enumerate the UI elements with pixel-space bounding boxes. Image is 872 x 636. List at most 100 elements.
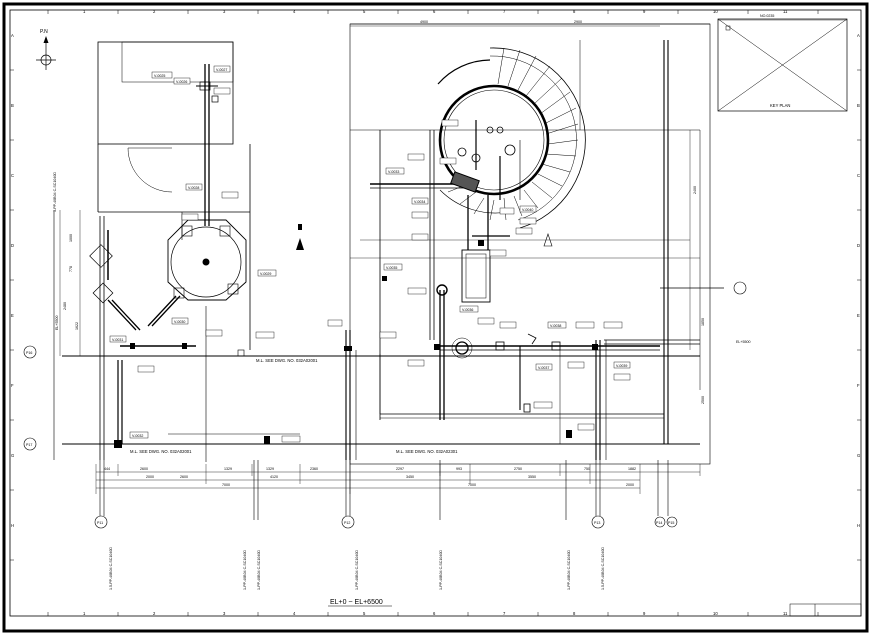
svg-text:E: E xyxy=(11,313,14,318)
svg-text:1.5-PP-40B04 C-SC1040D: 1.5-PP-40B04 C-SC1040D xyxy=(109,547,113,590)
svg-text:8: 8 xyxy=(573,611,576,616)
note-ml-see-1: M.L. SEE DWG. NO. 032A02001 xyxy=(256,358,318,363)
north-label: P.N xyxy=(40,29,48,35)
svg-text:P11: P11 xyxy=(97,521,103,525)
svg-text:3450: 3450 xyxy=(406,475,414,479)
svg-text:1000: 1000 xyxy=(69,234,73,242)
svg-text:P13: P13 xyxy=(594,521,600,525)
svg-text:V-0036: V-0036 xyxy=(462,308,473,312)
svg-text:V-0033: V-0033 xyxy=(388,170,399,174)
svg-text:V-0034: V-0034 xyxy=(414,200,425,204)
center-piping xyxy=(345,23,724,465)
svg-text:P15: P15 xyxy=(668,521,674,525)
svg-text:1329: 1329 xyxy=(224,467,232,471)
svg-text:1.5-PP-40B04 C-SC1040D: 1.5-PP-40B04 C-SC1040D xyxy=(601,547,605,590)
svg-text:C: C xyxy=(11,173,14,178)
svg-text:9: 9 xyxy=(643,611,646,616)
svg-text:2000: 2000 xyxy=(626,483,634,487)
svg-text:2297: 2297 xyxy=(396,467,404,471)
svg-text:1622: 1622 xyxy=(75,322,79,330)
svg-text:2750: 2750 xyxy=(514,467,522,471)
svg-text:E: E xyxy=(857,313,860,318)
grid-reference-marks xyxy=(10,10,861,616)
grid-column-labels: 1 2 3 4 5 6 7 8 9 10 11 1 2 3 4 5 6 7 8 … xyxy=(83,9,788,616)
connector-bubble-labels: P11 P12 P13 P14 P15 P16 P17 xyxy=(26,351,674,525)
svg-text:7: 7 xyxy=(503,9,506,14)
svg-text:P12: P12 xyxy=(344,521,350,525)
svg-text:D: D xyxy=(857,243,860,248)
svg-text:11: 11 xyxy=(783,611,788,616)
svg-text:7: 7 xyxy=(503,611,506,616)
connector-bubbles xyxy=(23,281,747,529)
svg-text:F: F xyxy=(857,383,860,388)
svg-text:V-0025: V-0025 xyxy=(154,74,165,78)
svg-text:1: 1 xyxy=(83,9,86,14)
svg-text:3: 3 xyxy=(223,9,226,14)
note-el-left: EL+5500 xyxy=(55,316,59,331)
svg-text:2: 2 xyxy=(153,611,156,616)
svg-text:778: 778 xyxy=(69,266,73,272)
svg-text:2: 2 xyxy=(153,9,156,14)
vertical-line-labels: 1.5-PP-40B04 C-SC1040D 1-PP-40B04 C-SC10… xyxy=(53,172,605,590)
svg-text:10: 10 xyxy=(713,9,718,14)
svg-text:2600: 2600 xyxy=(180,475,188,479)
title-block xyxy=(789,603,862,617)
valve-marks xyxy=(114,224,598,448)
svg-text:1-PP-40B04 C-SC1040D: 1-PP-40B04 C-SC1040D xyxy=(243,550,247,590)
svg-text:8: 8 xyxy=(573,9,576,14)
svg-text:V-0040: V-0040 xyxy=(522,208,533,212)
svg-text:B: B xyxy=(11,103,14,108)
svg-text:2400: 2400 xyxy=(693,186,697,194)
svg-text:2600: 2600 xyxy=(140,467,148,471)
svg-text:D: D xyxy=(11,243,14,248)
svg-text:1-PP-40B04 C-SC1040D: 1-PP-40B04 C-SC1040D xyxy=(567,550,571,590)
svg-text:3: 3 xyxy=(223,611,226,616)
section-marks xyxy=(296,233,553,250)
sheet-inner-frame xyxy=(9,9,862,617)
svg-text:993: 993 xyxy=(456,467,462,471)
pump-assembly xyxy=(436,249,561,413)
svg-text:4120: 4120 xyxy=(270,475,278,479)
svg-text:V-0031: V-0031 xyxy=(112,338,123,342)
svg-text:4: 4 xyxy=(293,611,296,616)
svg-text:V-0027: V-0027 xyxy=(216,68,227,72)
svg-text:V-0030: V-0030 xyxy=(174,320,185,324)
svg-text:7000: 7000 xyxy=(222,483,230,487)
svg-text:H: H xyxy=(857,523,860,528)
note-ml-see-3: M.L. SEE DWG. NO. 032A02301 xyxy=(396,449,458,454)
svg-text:A: A xyxy=(857,33,860,38)
svg-text:4900: 4900 xyxy=(420,20,428,24)
svg-text:V-0029: V-0029 xyxy=(260,272,271,276)
svg-text:P17: P17 xyxy=(26,443,32,447)
dimension-labels: 4900 2900 444 2600 1329 1329 2360 2297 9… xyxy=(63,20,705,487)
svg-text:F: F xyxy=(11,383,14,388)
svg-text:1329: 1329 xyxy=(266,467,274,471)
octagon-tank xyxy=(167,219,247,301)
svg-text:P14: P14 xyxy=(656,521,662,525)
svg-text:B: B xyxy=(857,103,860,108)
svg-text:5: 5 xyxy=(363,9,366,14)
svg-text:6: 6 xyxy=(433,611,436,616)
svg-text:V-0026: V-0026 xyxy=(176,80,187,84)
svg-text:P16: P16 xyxy=(26,351,32,355)
svg-text:10: 10 xyxy=(713,611,718,616)
svg-text:2900: 2900 xyxy=(574,20,582,24)
svg-text:3550: 3550 xyxy=(528,475,536,479)
svg-text:V-0039: V-0039 xyxy=(616,364,627,368)
key-plan-label: KEY PLAN xyxy=(770,103,790,108)
svg-text:1850: 1850 xyxy=(701,318,705,326)
svg-text:H: H xyxy=(11,523,14,528)
svg-text:V-0035: V-0035 xyxy=(386,266,397,270)
elevation-note: EL+0 ~ EL+6500 xyxy=(330,599,383,606)
svg-text:V-0032: V-0032 xyxy=(132,434,143,438)
svg-text:6: 6 xyxy=(433,9,436,14)
svg-text:2500: 2500 xyxy=(701,396,705,404)
svg-text:2480: 2480 xyxy=(63,302,67,310)
svg-text:2000: 2000 xyxy=(146,475,154,479)
svg-text:750: 750 xyxy=(584,467,590,471)
svg-text:V-0038: V-0038 xyxy=(550,324,561,328)
grid-row-labels: A B C D E F G H A B C D E F G H xyxy=(11,33,860,528)
svg-text:G: G xyxy=(11,453,14,458)
